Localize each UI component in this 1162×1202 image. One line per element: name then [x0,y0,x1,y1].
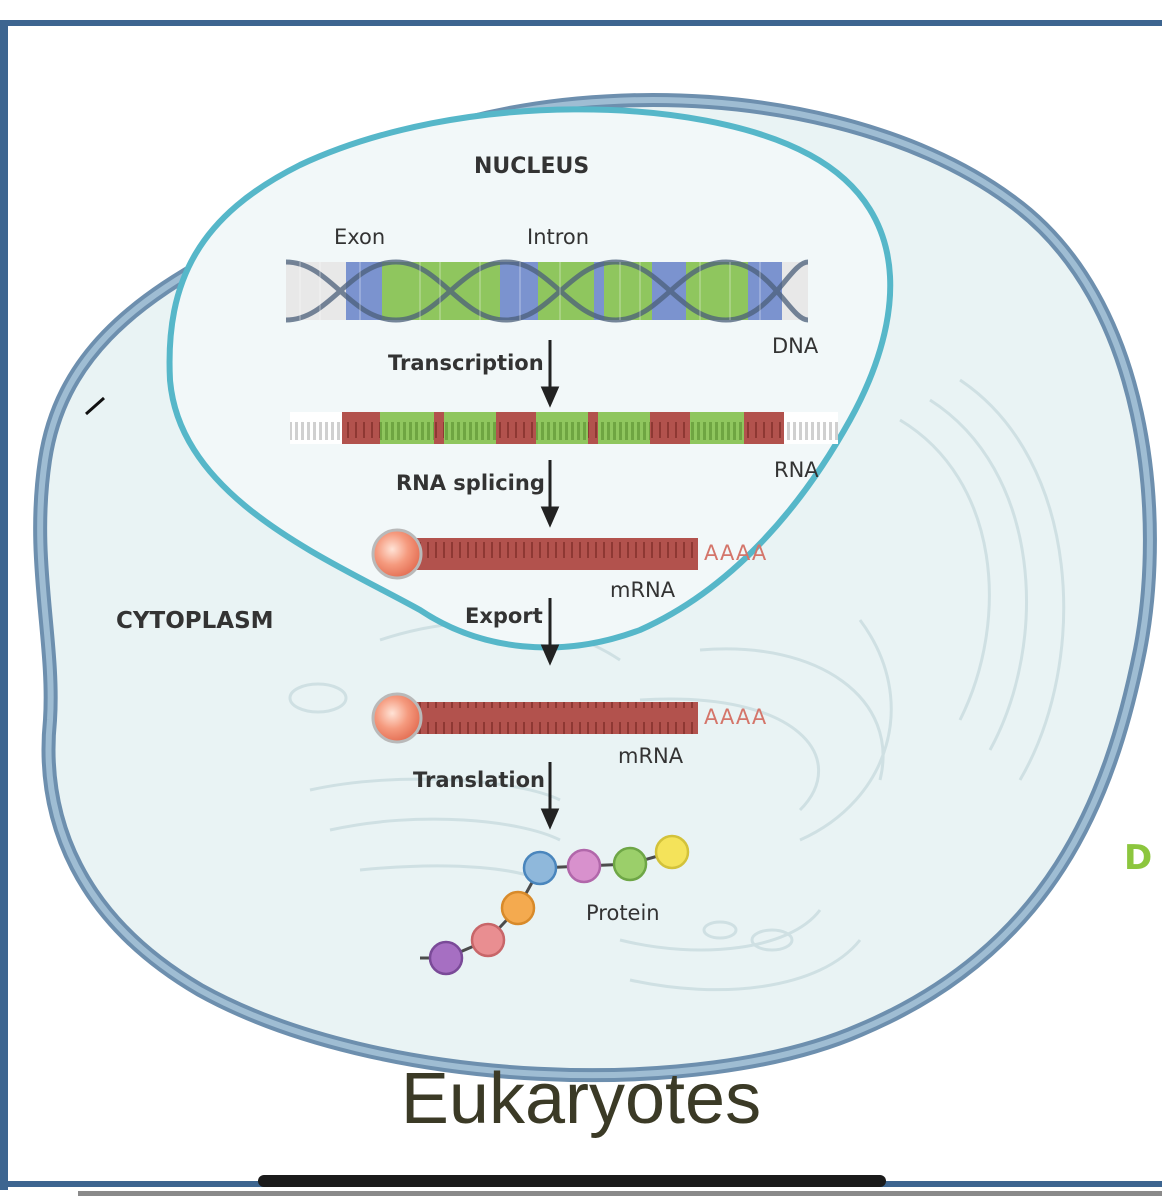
organelle-outlines [288,378,1066,992]
amino-acid-bead [612,846,648,882]
protein-chain [420,834,690,976]
amino-acid-bead [500,890,536,926]
poly-a-tail-label-cytoplasm: AAAA [704,705,768,729]
slide-title: Eukaryotes [400,1059,762,1139]
exon-label: Exon [334,225,386,249]
dna-helix [285,259,809,323]
home-indicator-bar[interactable] [258,1175,886,1187]
mrna-label-nuclear: mRNA [610,578,676,602]
poly-a-tail-label: AAAA [704,541,768,565]
mrna-label-cytoplasm: mRNA [618,744,684,768]
export-label: Export [465,604,543,628]
mrna-nuclear [371,528,698,580]
frame-left-border [0,20,8,1190]
rna-label: RNA [774,458,819,482]
handwritten-note: D [1124,838,1153,878]
frame-top-border [0,20,1162,26]
translation-label: Translation [413,768,545,792]
amino-acid-bead [470,922,506,958]
amino-acid-bead [654,834,690,870]
amino-acid-bead [522,850,558,886]
intron-label: Intron [527,225,590,249]
rna-splicing-label: RNA splicing [396,471,545,495]
nucleus-membrane [166,106,894,651]
process-arrows [540,340,560,830]
rna-strand [290,412,838,444]
protein-label: Protein [586,901,660,925]
cytoplasm-label: CYTOPLASM [116,608,274,634]
nucleus-label: NUCLEUS [474,154,590,179]
dna-label: DNA [772,334,819,358]
transcription-label: Transcription [388,351,544,375]
bottom-divider [78,1191,1162,1196]
mrna-cytoplasmic [371,692,698,744]
pen-mark [85,396,105,416]
amino-acid-bead [566,848,602,884]
amino-acid-bead [428,940,464,976]
